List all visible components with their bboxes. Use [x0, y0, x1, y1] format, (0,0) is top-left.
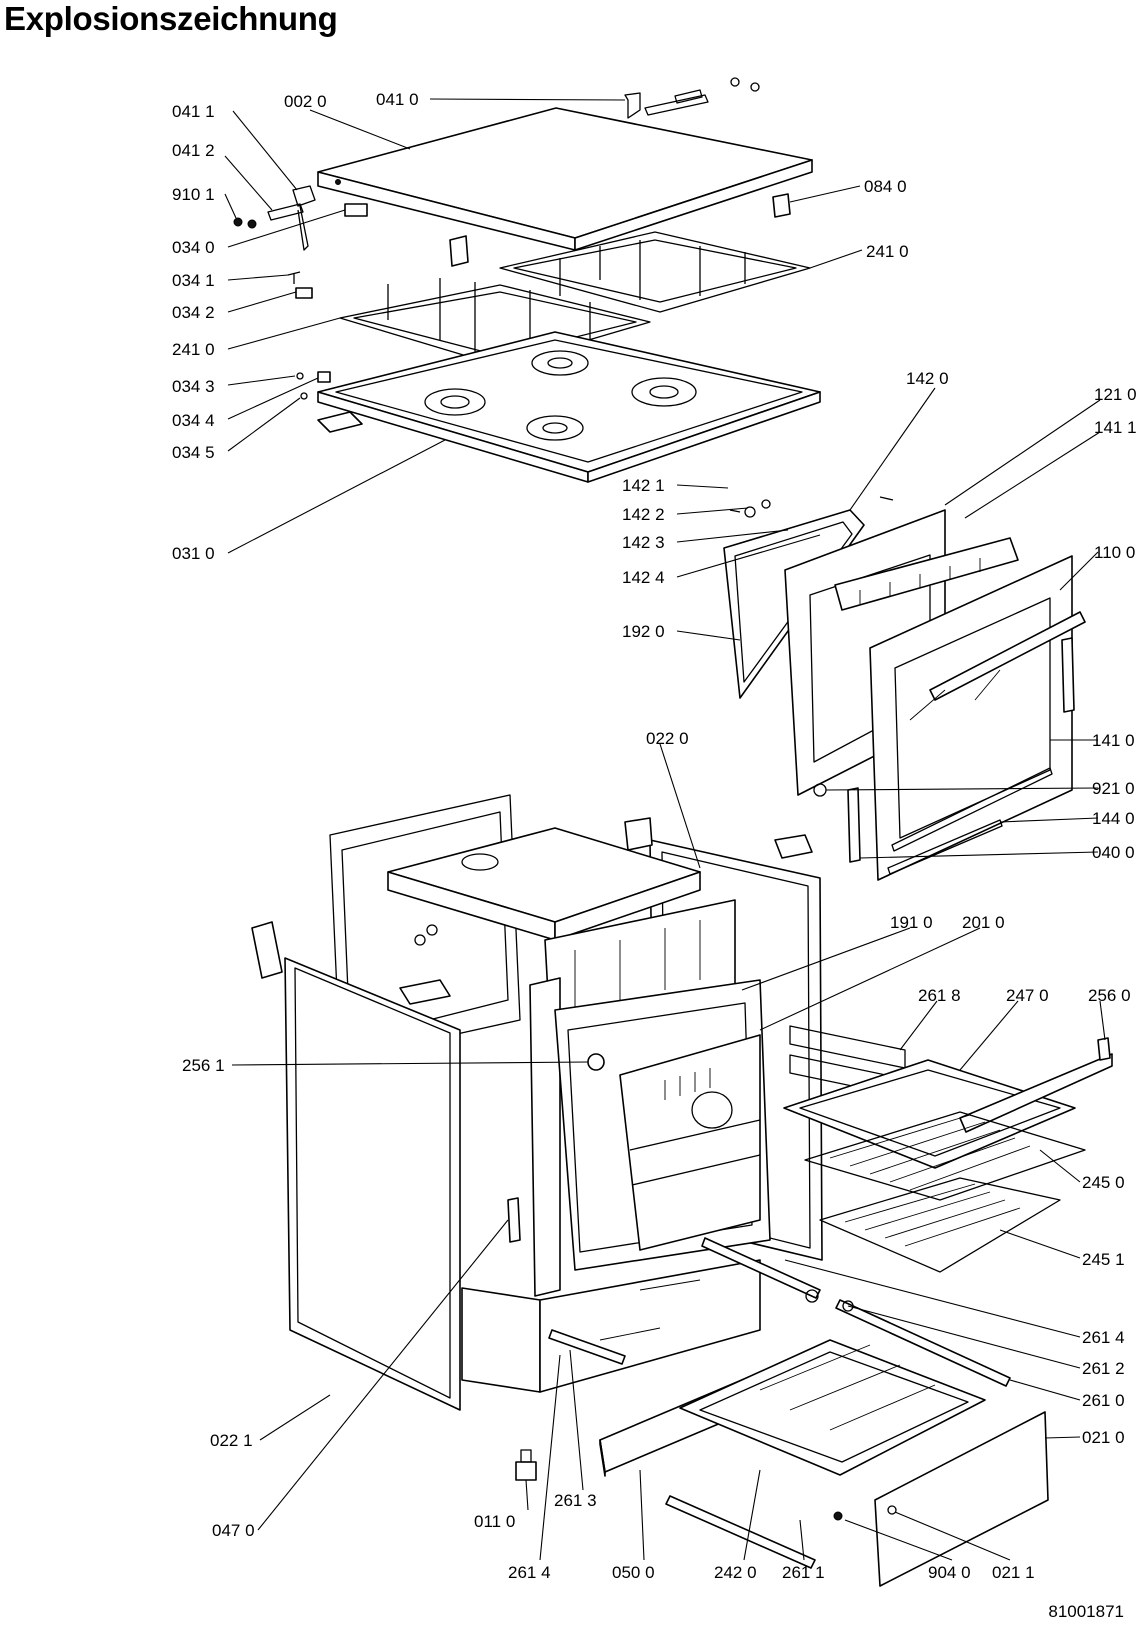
callout-247-0: 247 0 [1006, 986, 1049, 1005]
callout-201-0: 201 0 [962, 913, 1005, 932]
callout-034-0: 034 0 [172, 238, 215, 257]
oven-parts-drawing [233, 77, 1113, 1587]
callout-142-1: 142 1 [622, 476, 665, 495]
callout-110-0: 110 0 [1094, 543, 1135, 562]
clip-034-2 [295, 287, 313, 299]
callout-245-1: 245 1 [1082, 1250, 1125, 1269]
callout-121-0: 121 0 [1094, 385, 1137, 404]
callout-050-0: 050 0 [612, 1563, 655, 1582]
callout-141-0: 141 0 [1092, 731, 1135, 750]
cap-084-0 [772, 193, 791, 218]
callout-034-1: 034 1 [172, 271, 215, 290]
callout-034-4: 034 4 [172, 411, 215, 430]
diagram-title: Explosionszeichnung [4, 0, 338, 37]
callout-261-3: 261 3 [554, 1491, 597, 1510]
callout-256-0: 256 0 [1088, 986, 1131, 1005]
callout-261-4-right: 261 4 [1082, 1328, 1125, 1347]
callout-261-2: 261 2 [1082, 1359, 1125, 1378]
screw-034-1 [287, 271, 301, 284]
lid-hinge-right [624, 77, 760, 119]
callout-910-1: 910 1 [172, 185, 215, 204]
callout-041-1: 041 1 [172, 102, 215, 121]
callout-021-1: 021 1 [992, 1563, 1035, 1582]
callout-261-1: 261 1 [782, 1563, 825, 1582]
callout-022-0: 022 0 [646, 729, 689, 748]
callout-245-0: 245 0 [1082, 1173, 1125, 1192]
callout-041-2: 041 2 [172, 141, 215, 160]
callout-142-2: 142 2 [622, 505, 665, 524]
callout-142-0: 142 0 [906, 369, 949, 388]
pin-034-5 [300, 392, 308, 400]
callout-041-0: 041 0 [376, 90, 419, 109]
oven-cabinet [251, 794, 823, 1481]
bush-034-4 [317, 371, 331, 383]
callout-241-0-front: 241 0 [172, 340, 215, 359]
callout-011-0: 011 0 [474, 1512, 515, 1531]
callout-141-1: 141 1 [1094, 418, 1137, 437]
callout-242-0: 242 0 [714, 1563, 757, 1582]
callout-034-2: 034 2 [172, 303, 215, 322]
screw-034-3 [296, 372, 304, 380]
callout-002-0: 002 0 [284, 92, 327, 111]
callout-904-0: 904 0 [928, 1563, 971, 1582]
callout-047-0: 047 0 [212, 1521, 255, 1540]
callout-031-0: 031 0 [172, 544, 215, 563]
cover-lid [317, 107, 813, 251]
pan-support-rear [499, 231, 811, 313]
callout-261-4-left: 261 4 [508, 1563, 551, 1582]
bracket-034-5 [317, 411, 363, 433]
pan-support-front [339, 278, 651, 367]
callout-034-5: 034 5 [172, 443, 215, 462]
lid-hinge-left [233, 185, 316, 251]
callout-034-3: 034 3 [172, 377, 215, 396]
oven-accessories [548, 1025, 1113, 1587]
callout-192-0: 192 0 [622, 622, 665, 641]
callout-261-8: 261 8 [918, 986, 961, 1005]
callout-022-1: 022 1 [210, 1431, 253, 1450]
callout-921-0: 921 0 [1092, 779, 1135, 798]
callout-256-1: 256 1 [182, 1056, 225, 1075]
callout-142-4: 142 4 [622, 568, 665, 587]
callout-261-0: 261 0 [1082, 1391, 1125, 1410]
callout-191-0: 191 0 [890, 913, 933, 932]
callout-labels: 041 1 002 0 041 0 041 2 910 1 084 0 034 … [172, 90, 1137, 1582]
callout-021-0: 021 0 [1082, 1428, 1125, 1447]
callout-040-0: 040 0 [1092, 843, 1135, 862]
callout-241-0-rear: 241 0 [866, 242, 909, 261]
bracket-034-0 [344, 203, 368, 217]
callout-084-0: 084 0 [864, 177, 907, 196]
oven-door-assembly [723, 496, 1086, 881]
callout-144-0: 144 0 [1092, 809, 1135, 828]
hob-top [317, 331, 821, 483]
knob-clip [449, 235, 469, 267]
drawing-number: 81001871 [1048, 1602, 1124, 1621]
leader-lines [224, 98, 1106, 1561]
callout-142-3: 142 3 [622, 533, 665, 552]
